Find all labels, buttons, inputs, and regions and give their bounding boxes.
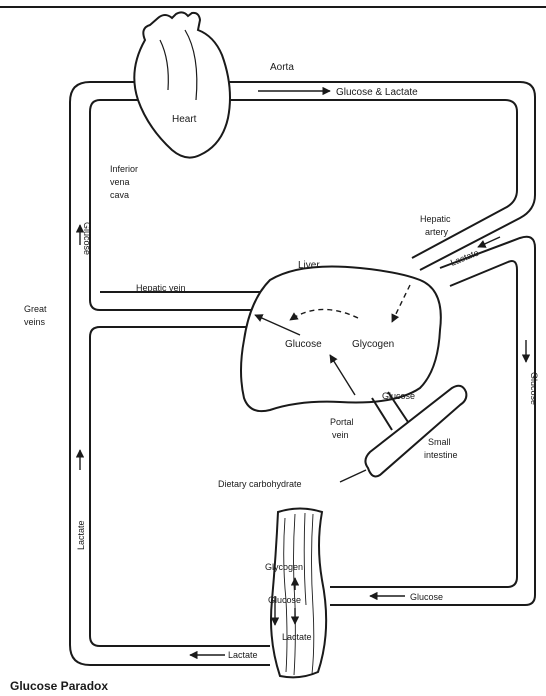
label-great-veins-2: veins (24, 317, 46, 327)
label-small-intestine-1: Small (428, 437, 451, 447)
label-hepatic-artery-1: Hepatic (420, 214, 451, 224)
label-lactate-muscle: Lactate (282, 632, 312, 642)
label-glucose-right-vessel: Glucose (529, 372, 539, 405)
label-glucose-muscle: Glucose (268, 595, 301, 605)
label-small-intestine-2: intestine (424, 450, 458, 460)
liver-shape (241, 267, 441, 412)
label-liver: Liver (298, 260, 320, 271)
label-great-veins-1: Great (24, 304, 47, 314)
diagram-title: Glucose Paradox (10, 679, 108, 693)
label-glucose-left-vessel: Glucose (82, 222, 92, 255)
outer-vessel-outer-wall (70, 82, 270, 665)
label-lactate-bottom-vessel: Lactate (228, 650, 258, 660)
label-glycogen-muscle: Glycogen (265, 562, 303, 572)
label-glucose-lactate-aorta: Glucose & Lactate (336, 87, 418, 98)
label-inferior-vena-cava-2: vena (110, 177, 130, 187)
label-dietary-carbohydrate: Dietary carbohydrate (218, 479, 302, 489)
label-lactate-hepatic-artery: Lactate (449, 248, 480, 268)
portal-vein-wall-a (372, 398, 392, 430)
label-aorta: Aorta (270, 62, 294, 73)
label-hepatic-artery-2: artery (425, 227, 449, 237)
label-portal-vein-2: vein (332, 430, 349, 440)
label-glucose-bottom-vessel: Glucose (410, 592, 443, 602)
dietary-carb-pointer (340, 470, 366, 482)
label-glycogen-liver: Glycogen (352, 339, 394, 350)
label-portal-vein-1: Portal (330, 417, 354, 427)
aorta-inner-wall (228, 100, 517, 258)
label-glucose-liver: Glucose (285, 339, 322, 350)
label-heart: Heart (172, 114, 197, 125)
label-inferior-vena-cava-3: cava (110, 190, 129, 200)
heart-shape (134, 12, 230, 157)
muscle-shape (271, 509, 326, 678)
label-inferior-vena-cava-1: Inferior (110, 164, 138, 174)
label-lactate-left-vessel: Lactate (76, 520, 86, 550)
label-glucose-portal: Glucose (382, 391, 415, 401)
label-hepatic-vein: Hepatic vein (136, 283, 186, 293)
